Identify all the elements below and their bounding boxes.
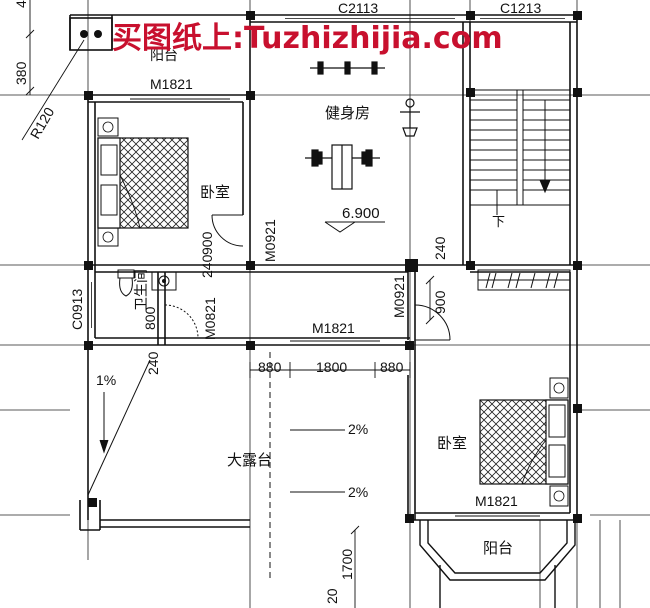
window-label-c0913: C0913 xyxy=(69,289,85,330)
wardrobe xyxy=(477,269,571,291)
room-label-bedroom-right: 卧室 xyxy=(437,434,467,452)
swing-doors xyxy=(164,214,451,341)
room-label-balcony-bottom: 阳台 xyxy=(483,539,513,557)
watermark-text: 买图纸上:Tuzhizhijia.com xyxy=(112,21,503,56)
dim-label-880-left: 880 xyxy=(258,359,282,375)
door-label-m1821-mid: M1821 xyxy=(312,320,355,336)
bed-left xyxy=(97,117,189,247)
labels: 阳台 健身房 卧室 卫生间 大露台 卧室 阳台 C2113 C1213 M182… xyxy=(13,0,541,604)
dim-label-1700: 1700 xyxy=(339,549,355,580)
dim-label-240-terrace: 240 xyxy=(145,351,161,375)
dim-label-r120: R120 xyxy=(27,104,58,141)
dim-label-240-left: 240 xyxy=(199,254,215,278)
dim-label-380: 380 xyxy=(13,61,29,85)
dim-label-240-right: 240 xyxy=(432,236,448,260)
stair-down-label: 下 xyxy=(492,215,505,230)
window-label-c1213: C1213 xyxy=(500,0,541,16)
room-label-balcony-top: 阳台 xyxy=(150,48,178,64)
wall-columns xyxy=(84,11,582,523)
room-label-gym: 健身房 xyxy=(325,104,370,122)
dim-label-800: 800 xyxy=(142,306,158,330)
bed-right xyxy=(479,377,569,507)
gym-equipment xyxy=(305,61,420,190)
dim-label-900-right: 900 xyxy=(432,290,448,314)
room-label-terrace: 大露台 xyxy=(227,451,272,469)
windows xyxy=(87,14,565,328)
dim-label-4: 4 xyxy=(13,0,29,8)
room-label-bathroom: 卫生间 xyxy=(134,269,150,311)
door-label-m0821: M0821 xyxy=(202,297,218,340)
dim-label-900-left: 900 xyxy=(199,231,215,255)
dimension-lines xyxy=(21,0,435,608)
door-label-m0921-right: M0921 xyxy=(391,275,407,318)
bottom-balcony xyxy=(419,520,576,608)
slope-label-2b: 2% xyxy=(348,484,368,500)
level-marker xyxy=(324,221,385,233)
sliding-doors xyxy=(130,94,540,521)
door-label-m0921-left: M0921 xyxy=(262,219,278,262)
level-label: 6.900 xyxy=(342,205,380,222)
door-label-m1821-bottom: M1821 xyxy=(475,493,518,509)
slope-label-2a: 2% xyxy=(348,421,368,437)
slope-label-1: 1% xyxy=(96,372,116,388)
dim-label-880-right: 880 xyxy=(380,359,404,375)
staircase xyxy=(470,89,570,215)
window-label-c2113: C2113 xyxy=(338,0,378,16)
room-label-bedroom-left: 卧室 xyxy=(200,183,230,201)
bathroom-fixtures xyxy=(117,269,177,297)
door-label-m1821-top: M1821 xyxy=(150,76,193,92)
dim-label-20: 20 xyxy=(324,588,340,604)
slope-arrows xyxy=(87,352,345,580)
dim-label-1800: 1800 xyxy=(316,359,347,375)
balcony-column xyxy=(69,17,113,51)
